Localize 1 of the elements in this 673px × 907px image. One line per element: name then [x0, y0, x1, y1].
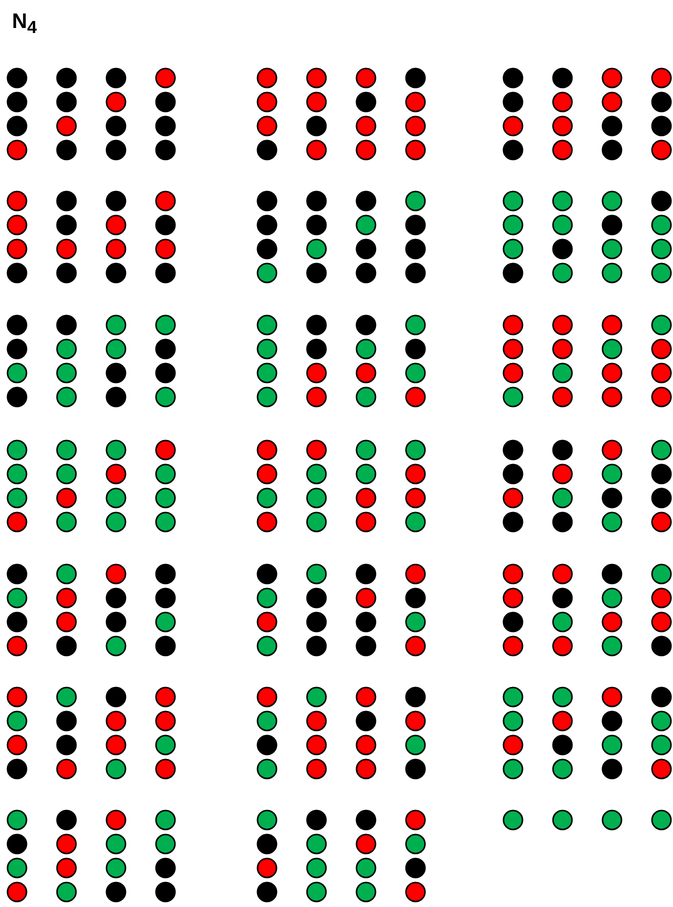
title: N$_{4}$ — [12, 10, 37, 40]
